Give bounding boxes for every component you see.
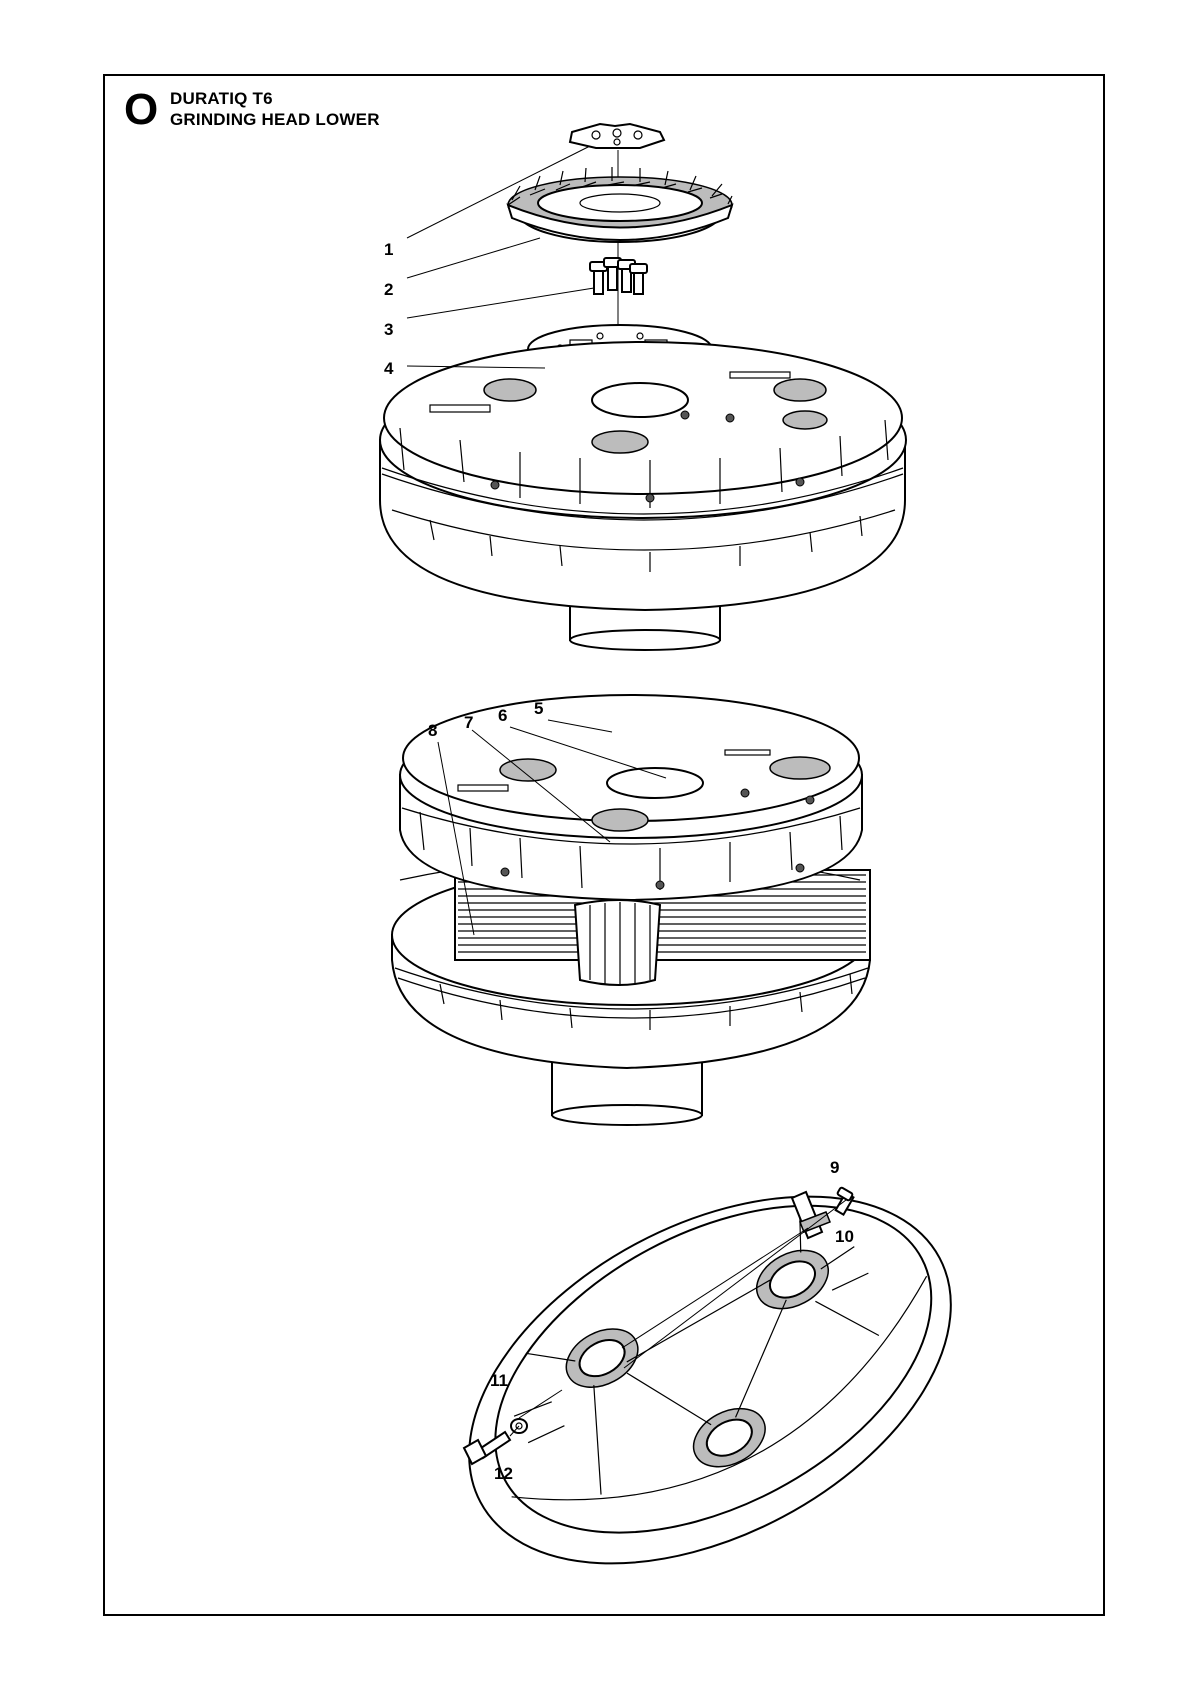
part-9-screw	[834, 1186, 855, 1217]
part-12-bolt	[462, 1430, 512, 1466]
lower-frame	[468, 1195, 952, 1565]
part-7-upper-cover	[399, 694, 863, 902]
assembly-title: GRINDING HEAD LOWER	[170, 110, 380, 129]
bottom-assembly	[462, 1186, 952, 1565]
part-2-segment-ring	[506, 167, 734, 243]
callout-2: 2	[384, 280, 394, 299]
part-1-hub-plate	[568, 122, 666, 149]
callout-5: 5	[534, 699, 544, 718]
callout-8: 8	[428, 721, 438, 740]
callout-12: 12	[494, 1464, 513, 1483]
callout-11: 11	[490, 1371, 508, 1390]
part-3-bolts	[589, 257, 648, 295]
callout-3: 3	[384, 320, 394, 339]
callout-1: 1	[384, 240, 394, 259]
drawing-frame	[103, 74, 1105, 1616]
section-letter: O	[124, 85, 159, 134]
callout-4: 4	[384, 359, 394, 378]
callout-10: 10	[835, 1227, 854, 1246]
top-assembly	[379, 122, 907, 651]
callout-7: 7	[464, 713, 474, 732]
upper-housing	[379, 341, 907, 651]
middle-assembly	[391, 694, 871, 1126]
part-10-clamp	[790, 1190, 831, 1240]
callout-6: 6	[498, 706, 508, 725]
model-title: DURATIQ T6	[170, 89, 273, 108]
callout-9: 9	[830, 1158, 840, 1177]
leader-lines	[406, 145, 847, 1437]
